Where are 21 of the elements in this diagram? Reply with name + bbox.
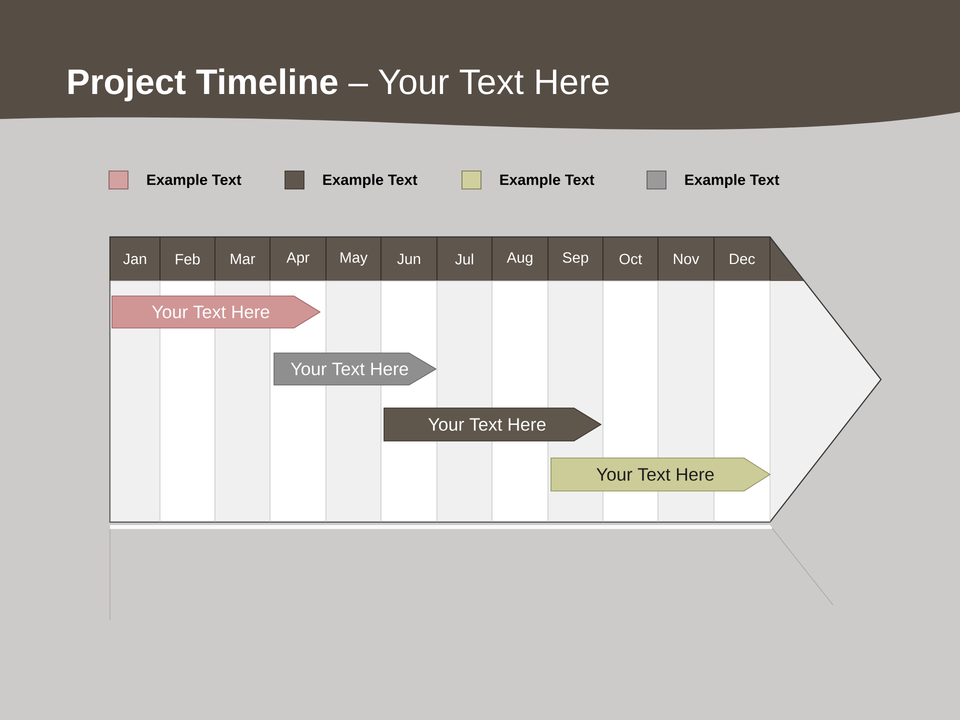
legend-label: Example Text [147, 174, 242, 188]
month-header: Feb [160, 236, 216, 282]
task-bar: Your Text Here [112, 296, 321, 328]
month-header: Jan [110, 236, 160, 282]
slide-title: Project Timeline – Your Text Here [68, 68, 609, 102]
month-header: Oct [602, 236, 658, 282]
legend-label: Example Text [685, 174, 780, 188]
month-header: Apr [270, 236, 326, 282]
month-header: Jul [436, 236, 492, 282]
month-header: Mar [214, 236, 270, 282]
task-bar: Your Text Here [274, 352, 437, 386]
month-header: May [326, 236, 382, 282]
legend-label: Example Text [500, 174, 594, 188]
task-bar: Your Text Here [550, 458, 771, 492]
month-header: Jun [380, 236, 438, 282]
task-bar: Your Text Here [384, 408, 602, 442]
month-header: Nov [658, 236, 714, 282]
month-header: Dec [714, 236, 770, 282]
month-header: Sep [548, 236, 604, 282]
legend-label: Example Text [323, 174, 418, 188]
month-header: Aug [492, 236, 548, 282]
